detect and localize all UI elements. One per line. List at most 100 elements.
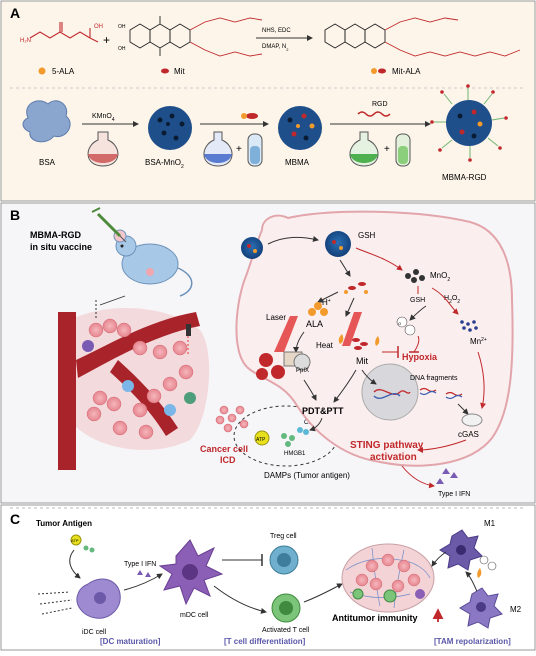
- arrow-sting-to-ifn: [401, 465, 435, 489]
- cgas-icon: [461, 413, 483, 427]
- idc-label: iDC cell: [82, 629, 107, 636]
- mno2-label: MnO2: [430, 271, 450, 283]
- arrow-to-ala: [317, 291, 339, 303]
- arrow-m1-to-tumor: [431, 551, 447, 567]
- ala-structure: [29, 22, 99, 43]
- dna-helix-icon: [373, 389, 411, 395]
- arrow-mit-to-dna: [361, 369, 377, 385]
- treg-nucleus: [277, 553, 291, 567]
- dna-fragments-icon: [419, 387, 463, 400]
- mit-oh-top: OH: [118, 24, 126, 30]
- mit-ala-legend-label: Mit-ALA: [392, 67, 421, 76]
- syringe-icon: [91, 207, 127, 243]
- arrow-to-mit: [345, 297, 355, 317]
- mbma-particle-icon: [278, 106, 322, 150]
- mit-oh-bottom: OH: [118, 46, 126, 52]
- o2-label: O: [398, 321, 401, 326]
- treg-label: Treg cell: [270, 533, 297, 540]
- rgd-peptide-icon: [357, 111, 391, 117]
- tube-icon: [247, 133, 263, 167]
- mit-ala-legend-dot-ala: [371, 68, 377, 74]
- arrow-np-uptake: [267, 235, 319, 245]
- arrow-mdc-to-t: [213, 585, 267, 614]
- tumor-antigen-label: Tumor Antigen: [36, 519, 92, 528]
- m1-o2-bubbles: [479, 555, 497, 571]
- mdc-label: mDC cell: [180, 612, 209, 619]
- flame-icon-1: [338, 334, 344, 344]
- mit-ala-reagent-icon: [246, 113, 258, 119]
- plus-sign-3: +: [384, 144, 390, 155]
- antitumor-label: Antitumor immunity: [332, 613, 418, 623]
- ifn-c-label: Type I IFN: [124, 561, 156, 568]
- gsh-top-label: GSH: [358, 231, 376, 240]
- m2-macrophage-icon: [459, 587, 503, 629]
- mbma-rgd-label: MBMA-RGD: [442, 173, 487, 182]
- panel-c-background: [0, 504, 536, 651]
- reaction-conditions-bottom: DMAP, N2: [262, 44, 289, 52]
- hmgb1-dots: [281, 433, 295, 447]
- dna-fragments-label: DNA fragments: [410, 375, 458, 382]
- activated-t-nucleus: [279, 601, 293, 615]
- plus-sign-1: +: [103, 33, 110, 47]
- ppix-icon: [283, 351, 311, 371]
- mdc-cell-icon: [158, 539, 224, 606]
- mit-legend-label: Mit: [174, 67, 185, 76]
- mbma-loaded-dots: [287, 113, 315, 141]
- panel-a: A H₂N OH + OH OH NHS, EDC DMAP, N2: [0, 0, 536, 202]
- laser-beam-1-icon: [274, 316, 298, 352]
- flask-kmno4-icon: [87, 131, 119, 167]
- mit-ala-reagent-ala: [241, 113, 247, 119]
- cancer-cell-body: [235, 210, 514, 467]
- mn-label: Mn2+: [470, 337, 487, 346]
- rgd-label: RGD: [372, 101, 388, 108]
- icd-cells-icon: [215, 405, 249, 433]
- gsh-mid-label: GSH: [410, 297, 425, 304]
- mbma-rgd-particle-icon: [430, 84, 508, 162]
- mit-structure: [129, 16, 263, 57]
- icd-label-2: ICD: [220, 455, 236, 465]
- kmno4-label: KMnO4: [92, 113, 115, 123]
- arrow-to-o2: [409, 305, 427, 321]
- h2o2-label: H2O2: [444, 295, 460, 305]
- o2-to-hypoxia-line: [413, 335, 420, 353]
- atp-c-icon: [70, 534, 82, 546]
- arrow-mit-to-ptt: [333, 369, 357, 403]
- t-differentiation-label: [T cell differentiation]: [224, 637, 306, 646]
- mouse-callout-line-1: [99, 295, 126, 306]
- flask-mit-ala-icon: [203, 131, 233, 167]
- bsa-label: BSA: [39, 158, 56, 167]
- arrow-ppix-to-pdt: [303, 379, 317, 401]
- tumor-tissue-icon: [58, 307, 210, 470]
- panel-c-letter: C: [10, 511, 20, 527]
- mit-ala-structure: [324, 17, 521, 57]
- laser-beam-2-icon: [342, 312, 362, 346]
- flask-rgd-icon: [349, 131, 379, 167]
- ala-legend-label: 5-ALA: [52, 67, 75, 76]
- mit-particles-icon: [352, 338, 368, 350]
- vaccine-title-2: in situ vaccine: [30, 242, 92, 252]
- bsa-mno2-particle-icon: [148, 106, 192, 150]
- laser-label: Laser: [266, 313, 286, 322]
- sting-label-1: STING pathway: [350, 440, 424, 451]
- pdt-ptt-label: PDT&PTT: [302, 406, 344, 416]
- sting-label-2: activation: [370, 452, 417, 463]
- hplus-label: H+: [322, 298, 331, 307]
- arrow-idc-to-mdc: [123, 573, 163, 591]
- mno2-particles-icon: [405, 269, 425, 283]
- released-drug-icon: [344, 282, 368, 294]
- ifn-triangles-icon: [436, 468, 458, 484]
- heat-label: Heat: [316, 341, 334, 350]
- reaction-conditions-top: NHS, EDC: [262, 28, 291, 34]
- panel-b: B MBMA-RGD in situ vaccine: [0, 202, 536, 504]
- tam-repolarization-label: [TAM repolarization]: [434, 637, 511, 646]
- ala-legend-dot: [38, 67, 46, 75]
- nucleus-icon: [361, 363, 419, 421]
- arrow-pdt-to-damps: [309, 417, 323, 432]
- bsa-protein-icon: [22, 100, 71, 143]
- panel-c: C Tumor Antigen ATP iDC cell Type I IFN …: [0, 504, 536, 651]
- m2-label: M2: [510, 605, 522, 614]
- idc-cell-icon: [76, 578, 121, 619]
- flame-icon-2: [375, 336, 380, 346]
- laser-probe-icon: [186, 324, 191, 356]
